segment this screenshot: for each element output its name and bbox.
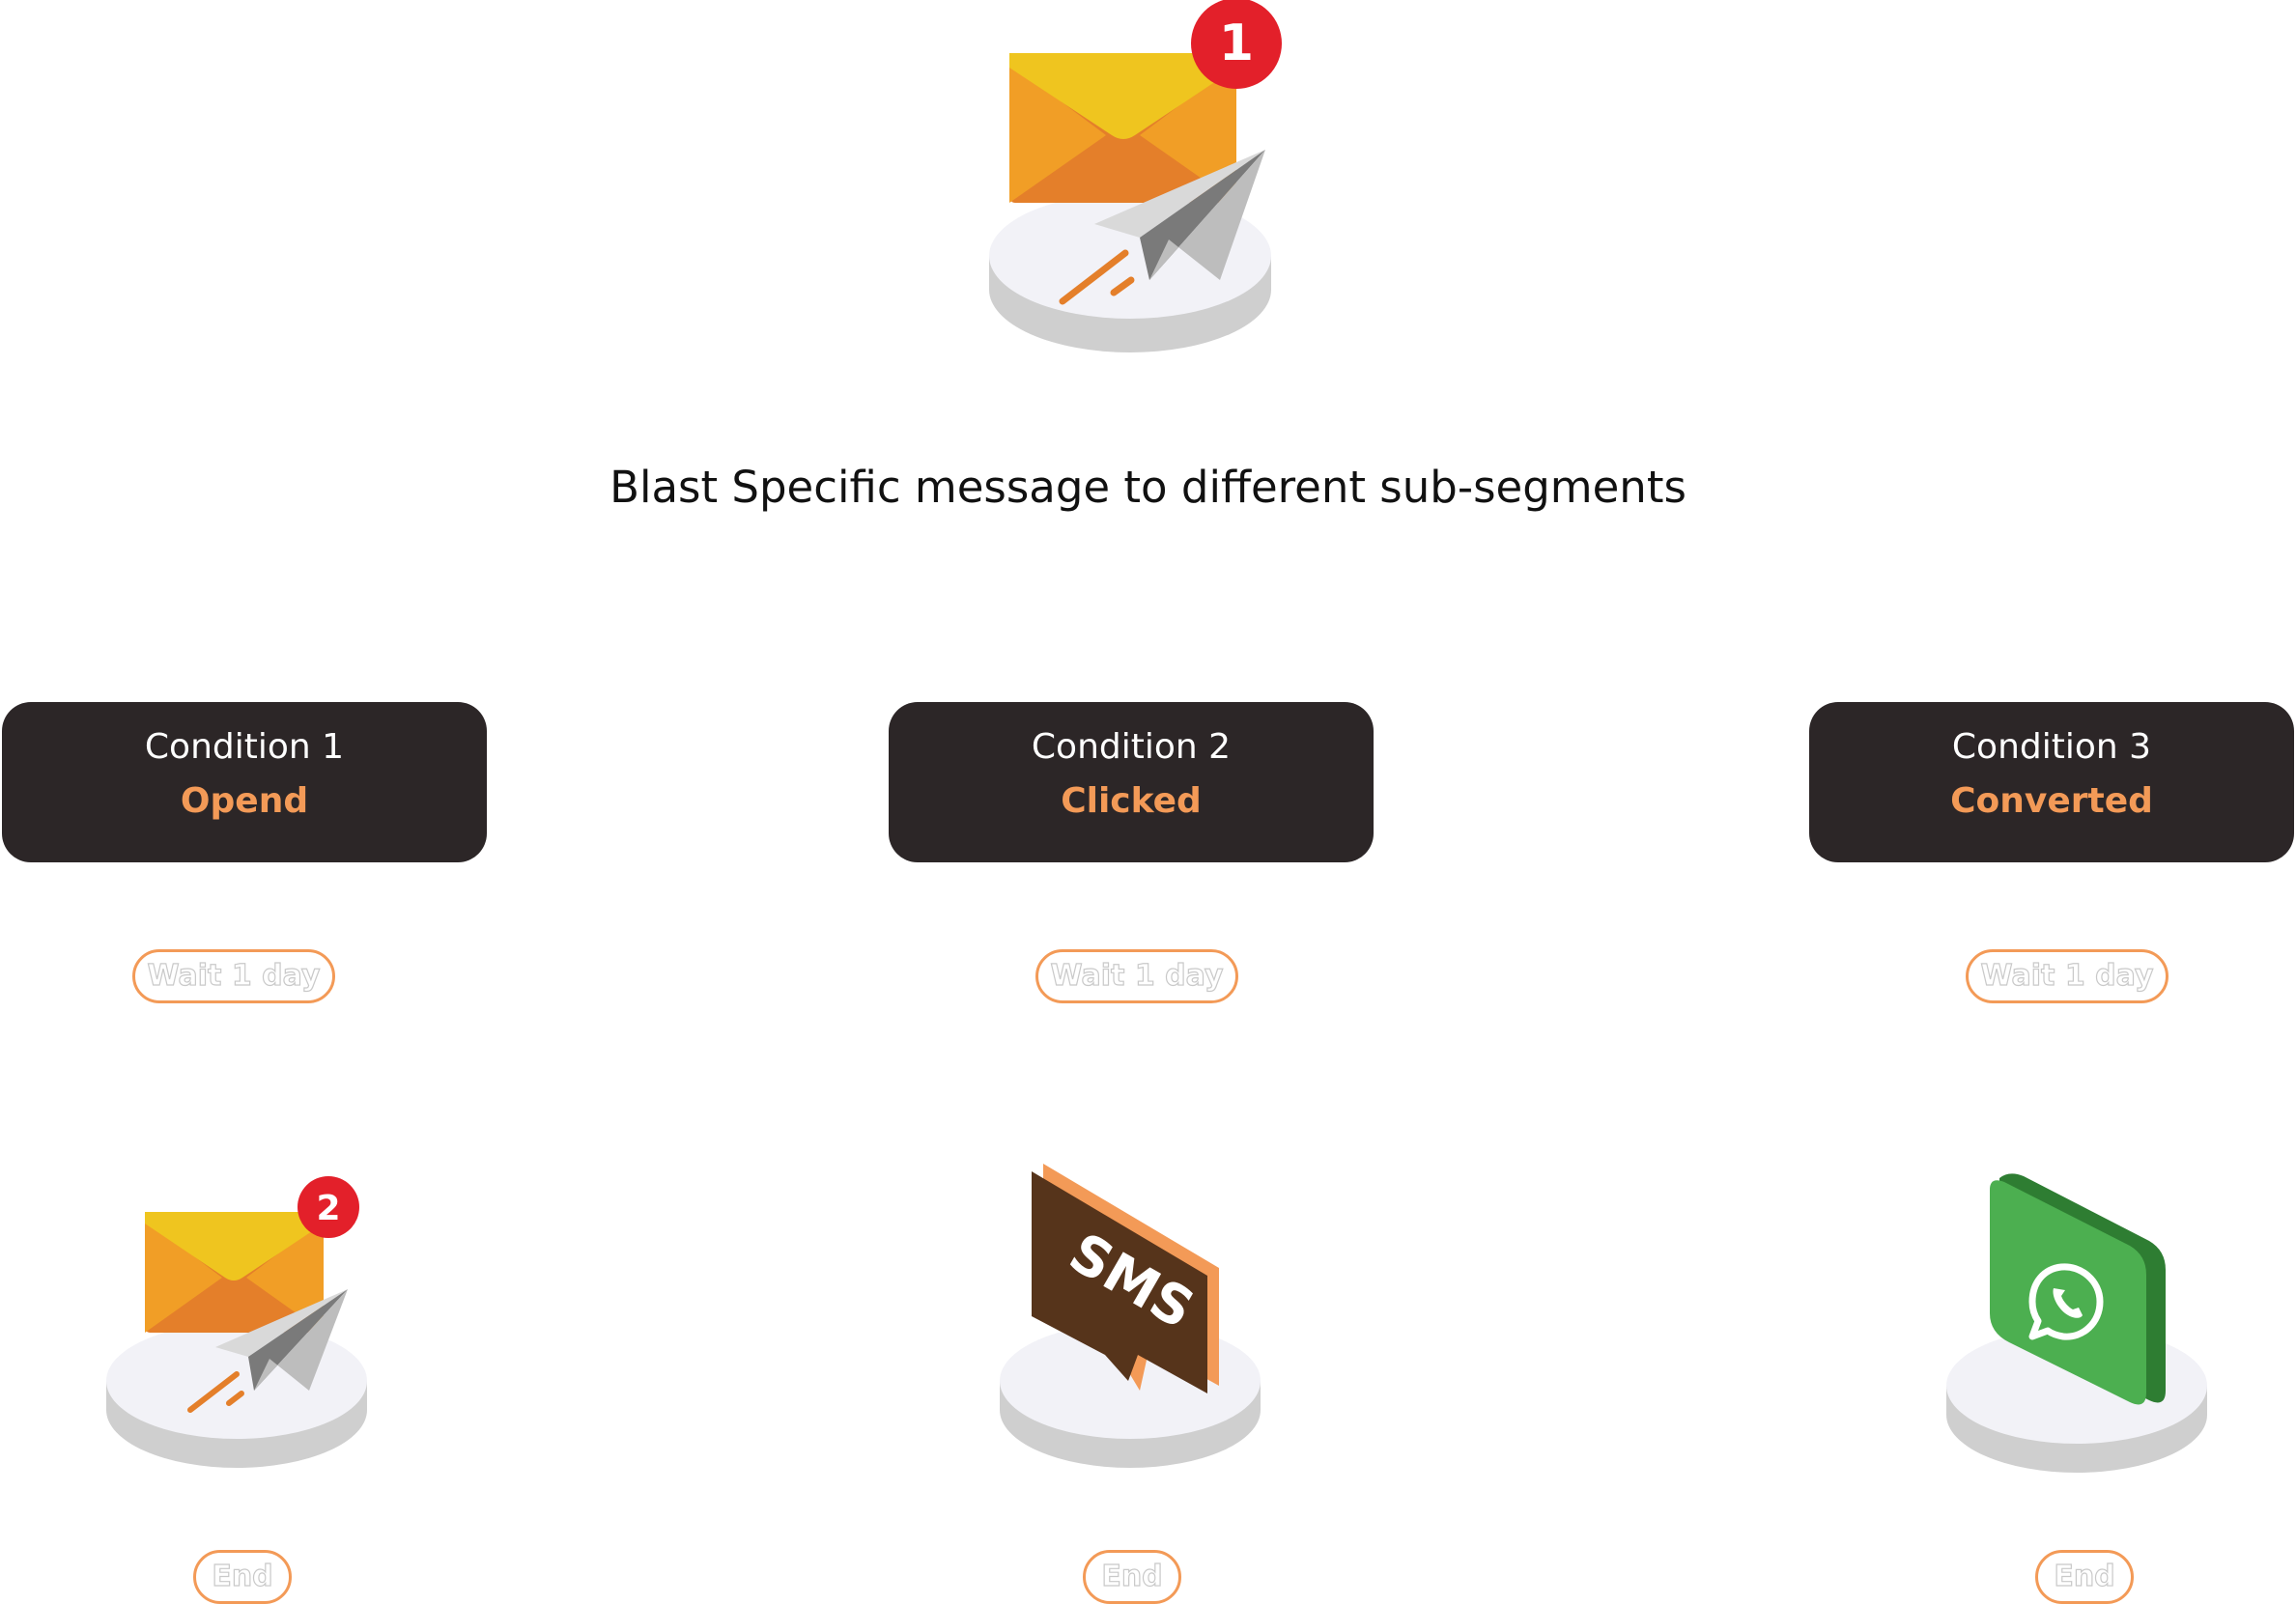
condition-1-title: Condition 1 bbox=[144, 727, 345, 767]
whatsapp-icon bbox=[1942, 1168, 2212, 1473]
condition-3-box[interactable]: Condition 3 Converted bbox=[1809, 702, 2294, 862]
condition-3-title: Condition 3 bbox=[1951, 727, 2152, 767]
email-send-icon: 2 bbox=[101, 1164, 372, 1468]
end-pill-1[interactable]: End bbox=[193, 1550, 292, 1604]
email-badge-count: 2 bbox=[316, 1189, 340, 1228]
condition-2-title: Condition 2 bbox=[1031, 727, 1232, 767]
main-email-send-icon: 1 bbox=[971, 0, 1290, 357]
condition-1-status: Opend bbox=[180, 781, 309, 821]
wait-pill-1[interactable]: Wait 1 day bbox=[132, 949, 335, 1003]
sms-icon: SMS bbox=[995, 1154, 1265, 1468]
main-badge-count: 1 bbox=[1219, 14, 1254, 72]
condition-2-status: Clicked bbox=[1061, 781, 1202, 821]
wait-pill-3[interactable]: Wait 1 day bbox=[1966, 949, 2168, 1003]
condition-2-box[interactable]: Condition 2 Clicked bbox=[889, 702, 1374, 862]
condition-3-status: Converted bbox=[1950, 781, 2153, 821]
end-pill-2[interactable]: End bbox=[1083, 1550, 1181, 1604]
condition-1-box[interactable]: Condition 1 Opend bbox=[2, 702, 487, 862]
end-pill-3[interactable]: End bbox=[2035, 1550, 2134, 1604]
page-title: Blast Specific message to different sub-… bbox=[609, 462, 1687, 513]
wait-pill-2[interactable]: Wait 1 day bbox=[1035, 949, 1238, 1003]
